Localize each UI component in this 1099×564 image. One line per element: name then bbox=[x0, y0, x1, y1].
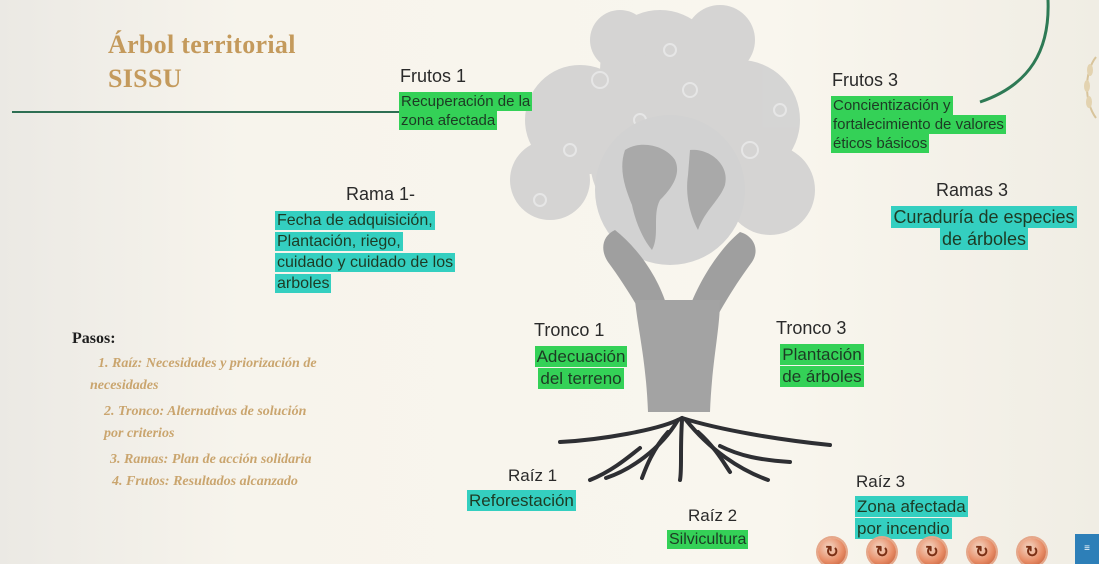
tronco1-line-1: Adecuación bbox=[534, 346, 628, 367]
pasos-label: Pasos: bbox=[72, 330, 116, 347]
rama1-line-1: Fecha de adquisición, bbox=[275, 211, 435, 230]
frutos1-line-1: Recuperación de la bbox=[399, 92, 533, 111]
ramas3-heading: Ramas 3 bbox=[936, 180, 1009, 200]
raiz3-note: Zona afectada por incendio bbox=[852, 496, 971, 540]
tronco1-line-2: del terreno bbox=[538, 368, 624, 389]
ramas3-line-1: Curaduría de especies bbox=[891, 206, 1077, 228]
title-line-2: SISSU bbox=[108, 64, 182, 93]
rama1-heading: Rama 1- bbox=[346, 184, 416, 204]
tronco3-line-2: de árboles bbox=[780, 366, 864, 387]
tronco3-heading: Tronco 3 bbox=[776, 318, 847, 338]
raiz1-heading: Raíz 1 bbox=[508, 466, 558, 485]
tronco3-line-1: Plantación bbox=[780, 344, 864, 365]
raiz2-note: Silvicultura bbox=[664, 530, 751, 549]
circle-arrow-icon[interactable]: ↻ bbox=[918, 538, 946, 564]
slide-title: Árbol territorial SISSU bbox=[108, 28, 296, 96]
tronco1-note: Adecuación del terreno bbox=[514, 346, 648, 390]
title-divider bbox=[12, 111, 408, 113]
title-line-1: Árbol territorial bbox=[108, 30, 296, 59]
circle-arrow-icon[interactable]: ↻ bbox=[868, 538, 896, 564]
raiz1-note: Reforestación bbox=[464, 490, 579, 512]
frutos1-line-2: zona afectada bbox=[399, 111, 498, 130]
tronco3-note: Plantación de árboles bbox=[760, 344, 884, 388]
raiz1-line-1: Reforestación bbox=[467, 490, 576, 511]
step-1: 1. Raíz: Necesidades y priorización de bbox=[98, 356, 317, 371]
frutos3-line-1: Concientización y bbox=[831, 96, 953, 115]
rama1-note: Fecha de adquisición, Plantación, riego,… bbox=[272, 210, 538, 294]
raiz2-line-1: Silvicultura bbox=[667, 530, 749, 549]
ramas3-note: Curaduría de especies de árboles bbox=[866, 206, 1099, 250]
step-2: 2. Tronco: Alternativas de solución bbox=[104, 404, 307, 419]
app-logo-icon[interactable]: ≡ bbox=[1075, 534, 1099, 564]
step-4: 4. Frutos: Resultados alcanzado bbox=[112, 474, 298, 489]
rama1-line-3: cuidado y cuidado de los bbox=[275, 253, 456, 272]
tronco1-heading: Tronco 1 bbox=[534, 320, 605, 340]
frutos3-note: Concientización y fortalecimiento de val… bbox=[828, 96, 1064, 153]
raiz2-heading: Raíz 2 bbox=[688, 506, 738, 525]
rama1-line-2: Plantación, riego, bbox=[275, 232, 403, 251]
frutos3-heading: Frutos 3 bbox=[832, 70, 899, 90]
frutos3-line-3: éticos básicos bbox=[831, 134, 930, 153]
step-1-continued: necesidades bbox=[90, 378, 159, 393]
raiz3-line-2: por incendio bbox=[855, 518, 952, 539]
tree-hands-illustration bbox=[510, 5, 832, 482]
slide-navigation: ↻ ↻ ↻ ↻ ↻ bbox=[818, 538, 1046, 564]
ramas3-line-2: de árboles bbox=[939, 228, 1029, 250]
circle-arrow-icon[interactable]: ↻ bbox=[818, 538, 846, 564]
step-2-continued: por criterios bbox=[104, 426, 175, 441]
laurel-icon bbox=[1084, 56, 1097, 119]
raiz3-line-1: Zona afectada bbox=[855, 496, 968, 517]
frutos3-line-2: fortalecimiento de valores bbox=[831, 115, 1006, 134]
frutos1-heading: Frutos 1 bbox=[400, 66, 467, 86]
step-3: 3. Ramas: Plan de acción solidaria bbox=[110, 452, 312, 467]
decorative-arc bbox=[979, 0, 1050, 104]
raiz3-heading: Raíz 3 bbox=[856, 472, 906, 491]
circle-arrow-icon[interactable]: ↻ bbox=[1018, 538, 1046, 564]
frutos1-note: Recuperación de la zona afectada bbox=[396, 92, 582, 130]
rama1-line-4: arboles bbox=[275, 274, 332, 293]
circle-arrow-icon[interactable]: ↻ bbox=[968, 538, 996, 564]
